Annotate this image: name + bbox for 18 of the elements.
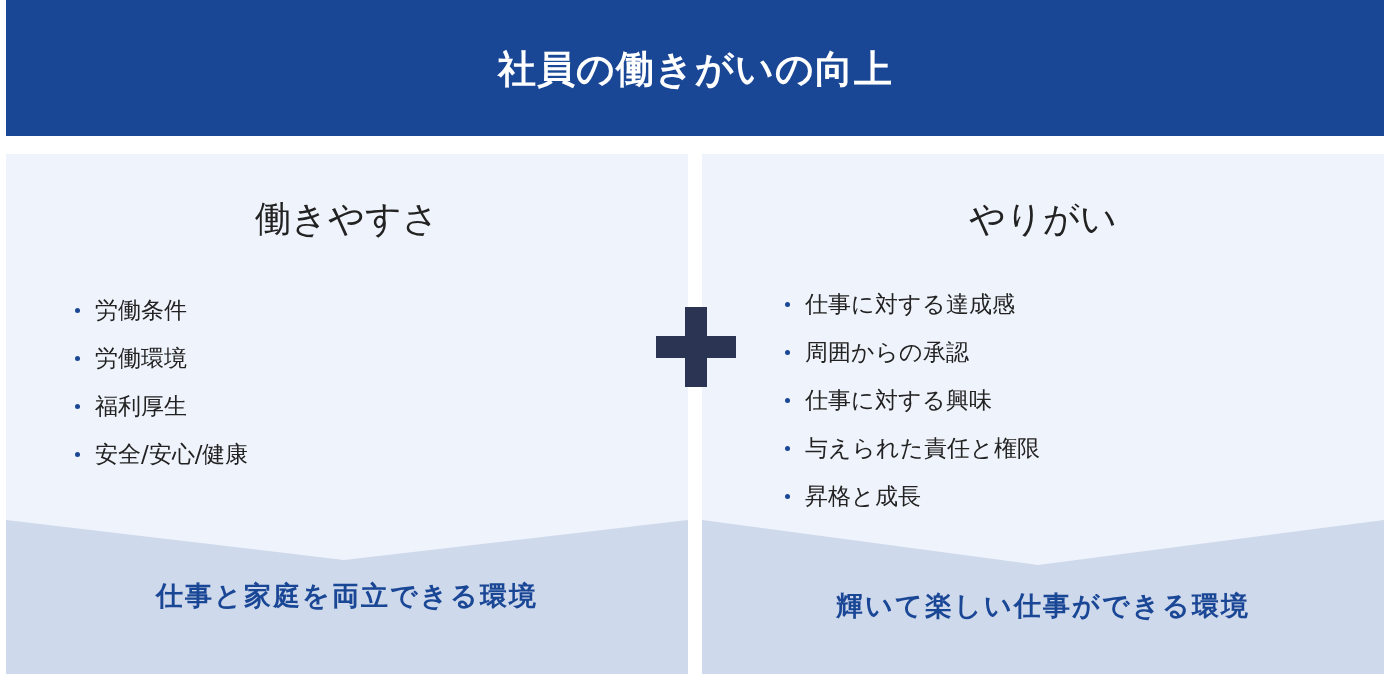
summary-text: 輝いて楽しい仕事ができる環境: [835, 589, 1251, 623]
list-item: 労働条件: [75, 295, 249, 325]
list-item: 安全/安心/健康: [75, 439, 249, 469]
list-item: 仕事に対する興味: [785, 385, 1040, 415]
list-item: 与えられた責任と権限: [785, 433, 1040, 463]
category-panel: [6, 154, 688, 674]
list-item: 仕事に対する達成感: [785, 289, 1040, 319]
category-panel: [702, 154, 1384, 674]
summary-text: 仕事と家庭を両立できる環境: [154, 579, 539, 613]
chevron-band: [702, 520, 1384, 674]
list-item: 労働環境: [75, 343, 249, 373]
list-item: 福利厚生: [75, 391, 249, 421]
list-item: 周囲からの承認: [785, 337, 1040, 367]
panel-heading: やりがい: [968, 197, 1118, 241]
chevron-band: [6, 520, 688, 674]
title: 社員の働きがいの向上: [496, 46, 894, 93]
panel-heading: 働きやすさ: [254, 197, 440, 241]
list-item: 昇格と成長: [785, 481, 1040, 511]
